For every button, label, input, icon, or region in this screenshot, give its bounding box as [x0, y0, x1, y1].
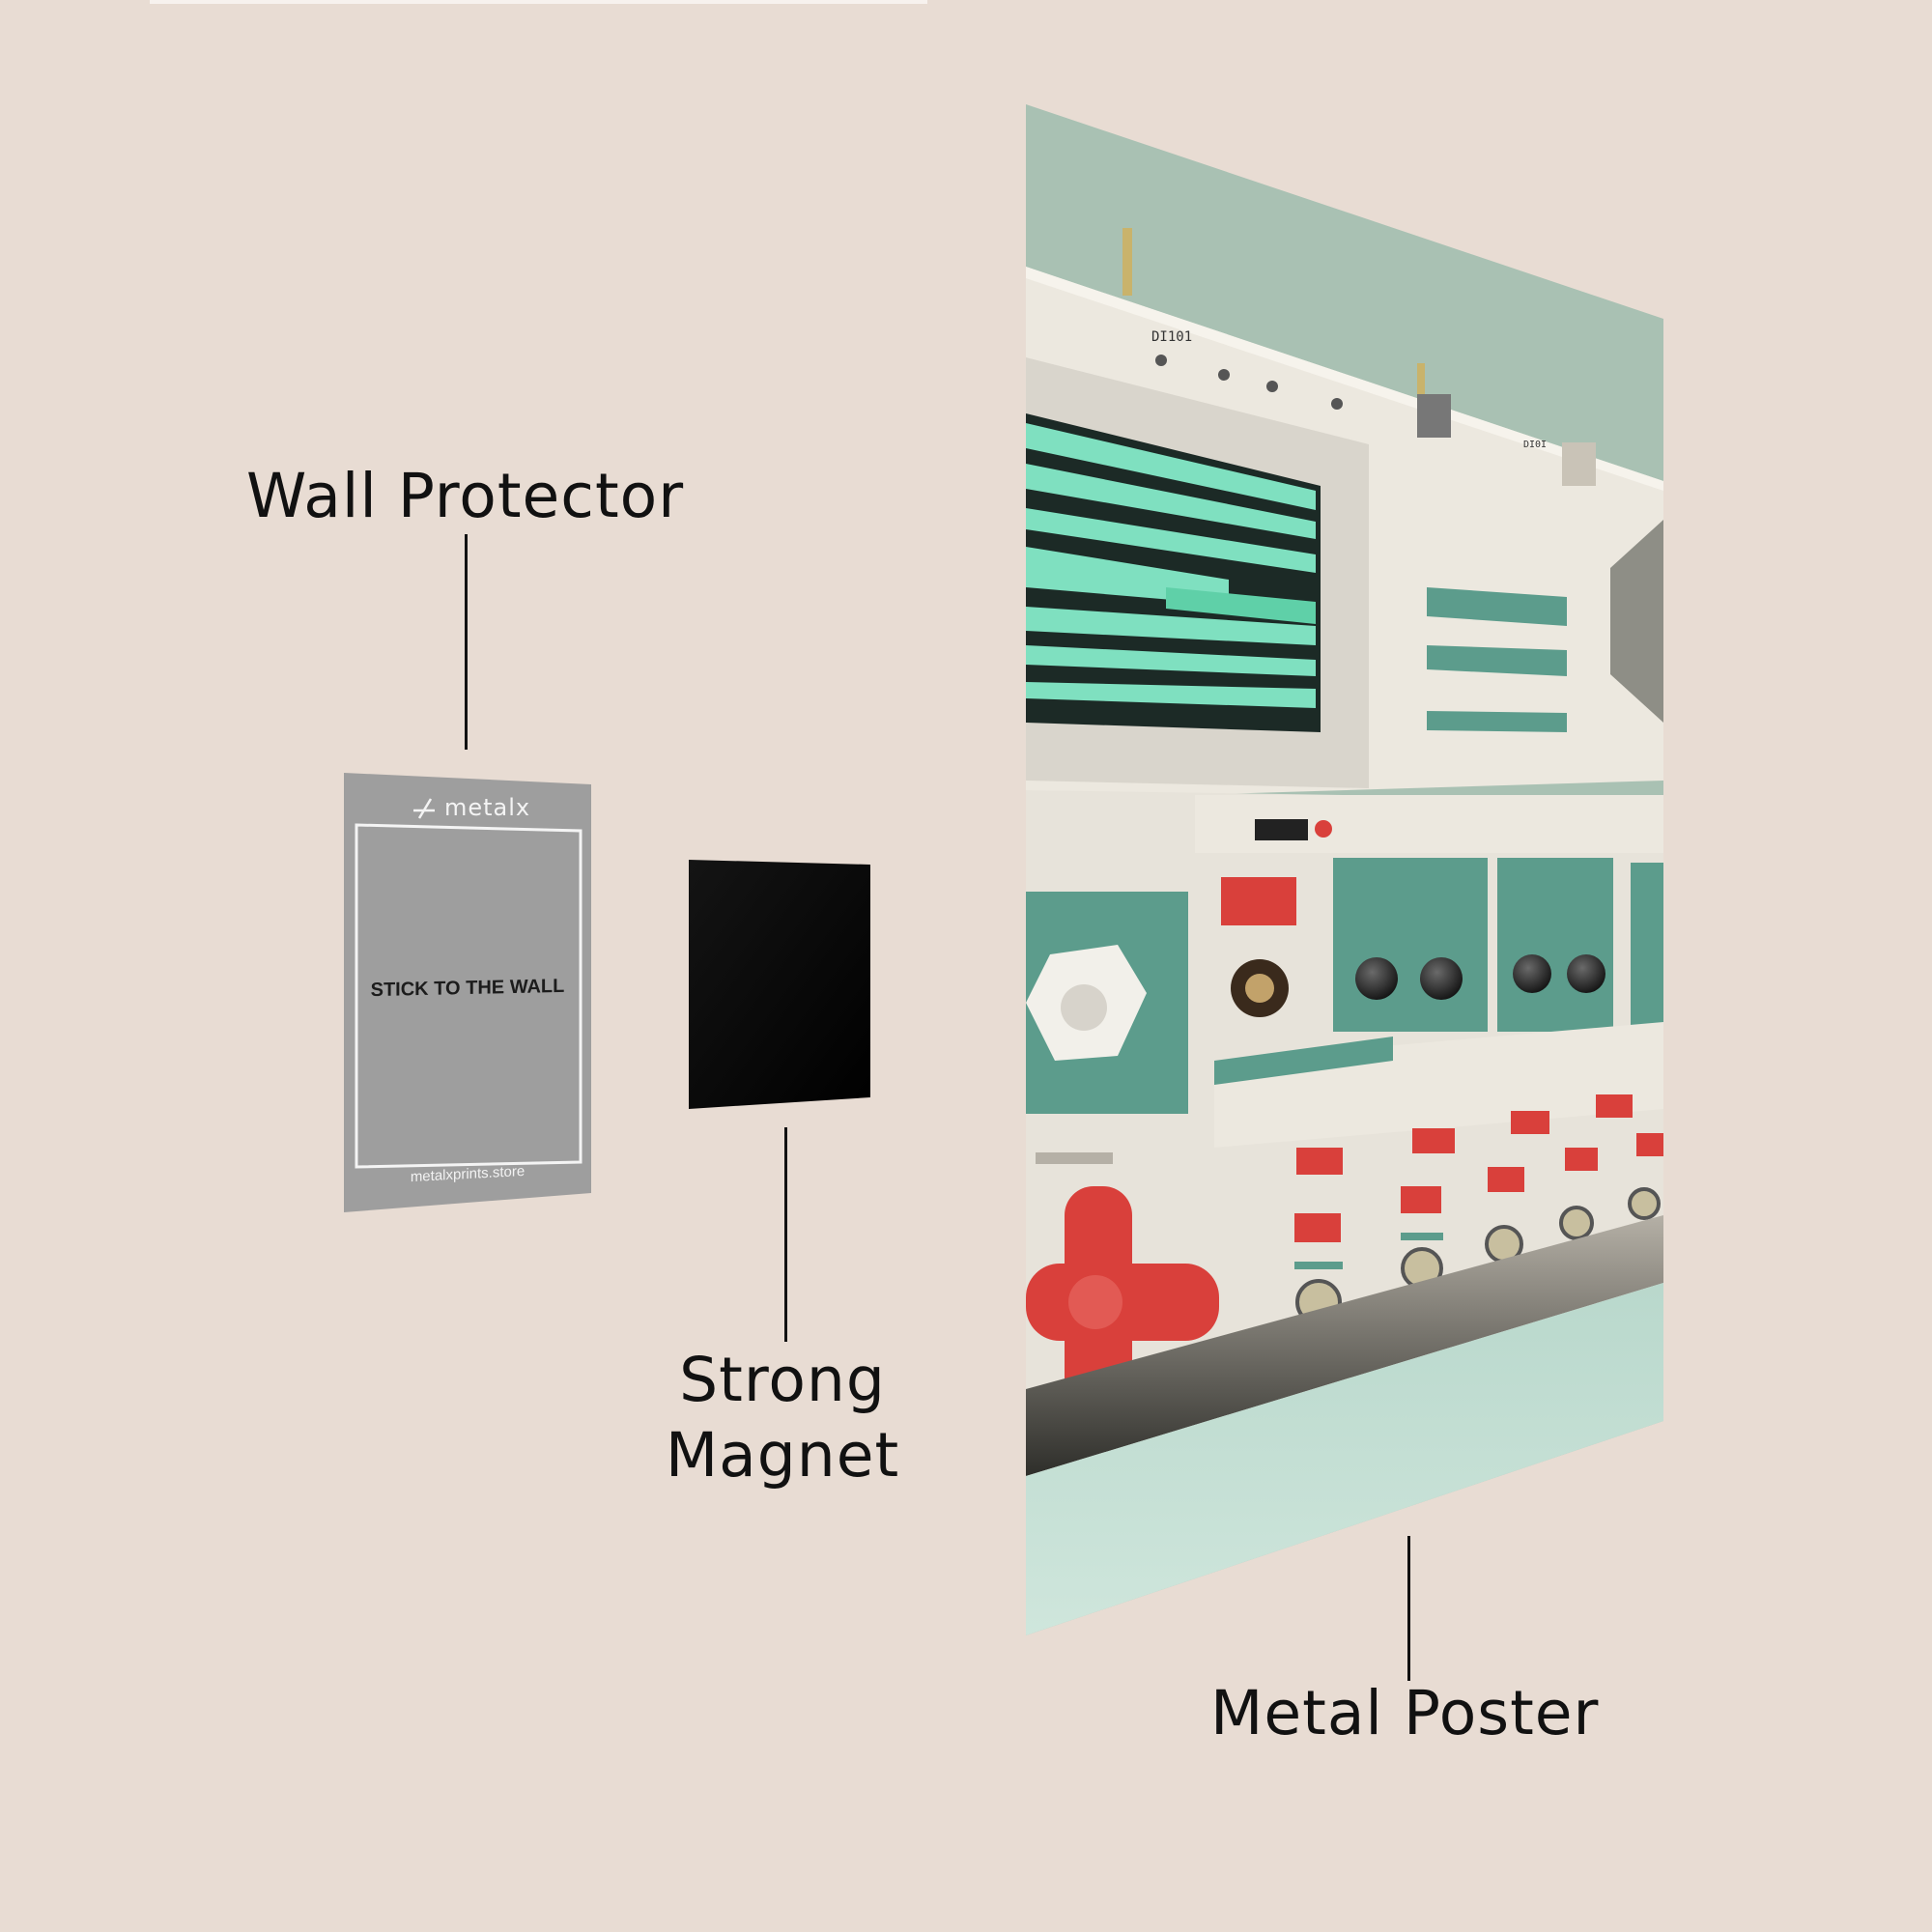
protector-logo-text: metalx: [444, 794, 531, 821]
wall-protector-plate: metalx STICK TO THE WALL metalxprints.st…: [344, 773, 591, 1212]
top-edge-strip: [150, 0, 927, 4]
strong-magnet-label-line1: Strong: [679, 1345, 886, 1415]
magnet-shape: [689, 860, 870, 1109]
metal-poster-label: Metal Poster: [1210, 1678, 1600, 1748]
poster-artwork: DI101 DI0I: [1026, 104, 1663, 1635]
metal-poster: DI101 DI0I: [1026, 104, 1663, 1635]
poster-top-right-code: DI0I: [1523, 440, 1547, 450]
metal-poster-leader-line: [1407, 1536, 1410, 1681]
strong-magnet-label-line2: Magnet: [665, 1420, 900, 1491]
wall-protector-label: Wall Protector: [246, 461, 685, 531]
strong-magnet-label: Strong Magnet: [657, 1343, 908, 1493]
metalx-logo-icon: [413, 798, 435, 819]
strong-magnet-leader-line: [784, 1127, 787, 1342]
strong-magnet: [689, 860, 870, 1111]
wall-protector-shape: [344, 773, 591, 1212]
wall-protector-leader-line: [465, 534, 468, 750]
poster-header-code: DI101: [1151, 329, 1192, 345]
